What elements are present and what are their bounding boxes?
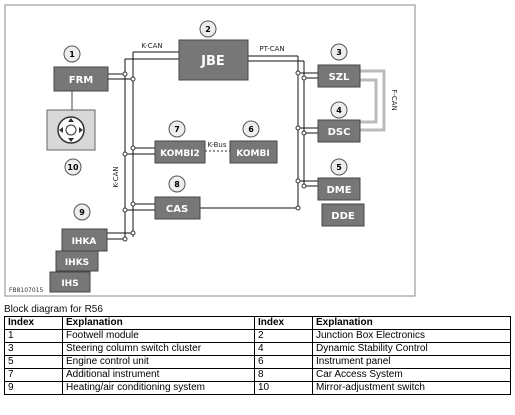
module-jbe-label: JBE: [200, 54, 225, 69]
callout-1: 1: [63, 45, 81, 63]
explanation-cell: Additional instrument: [62, 368, 255, 382]
module-dsc: DSC: [317, 119, 361, 143]
module-dde: DDE: [321, 203, 365, 227]
svg-text:3: 3: [336, 48, 342, 57]
header-index: Index: [4, 316, 63, 330]
callout-9: 9: [73, 203, 91, 221]
index-cell: 6: [254, 355, 313, 369]
svg-text:4: 4: [336, 106, 342, 115]
module-dsc-label: DSC: [328, 127, 351, 138]
figure-code: FB8107015: [9, 287, 43, 294]
module-ihks-label: IHKS: [65, 258, 89, 268]
module-kombi2-label: KOMBI2: [160, 149, 200, 159]
callout-2: 2: [199, 20, 217, 38]
kbus-label: K-Bus: [207, 141, 226, 149]
explanation-cell: Mirror-adjustment switch: [312, 381, 511, 395]
table-row: 7 Additional instrument 8 Car Access Sys…: [4, 368, 511, 382]
table-row: 9 Heating/air conditioning system 10 Mir…: [4, 381, 511, 395]
junction-dots: [122, 70, 307, 242]
callout-10: 10: [64, 158, 82, 176]
svg-text:9: 9: [79, 208, 85, 217]
module-frm: FRM: [53, 66, 109, 92]
module-szl-label: SZL: [329, 72, 350, 83]
module-cas-label: CAS: [166, 204, 188, 215]
svg-text:8: 8: [174, 180, 180, 189]
module-kombi-label: KOMBI: [236, 149, 269, 159]
module-dme-label: DME: [326, 185, 351, 196]
callout-3: 3: [330, 43, 348, 61]
callouts: 1 2 3 4 5 6 7 8 9 10: [63, 20, 348, 221]
index-cell: 10: [254, 381, 313, 395]
svg-text:2: 2: [205, 25, 211, 34]
explanation-cell: Instrument panel: [312, 355, 511, 369]
mirror-switch: [46, 91, 96, 151]
block-diagram: JBE FRM SZL DSC DDE DME KOMBI2 KOMBI CAS…: [4, 4, 416, 297]
module-jbe: JBE: [178, 39, 249, 81]
table-row: 1 Footwell module 2 Junction Box Electro…: [4, 329, 511, 343]
module-kombi: KOMBI: [229, 140, 278, 164]
index-cell: 2: [254, 329, 313, 343]
explanation-cell: Engine control unit: [62, 355, 255, 369]
module-ihs: IHS: [49, 271, 91, 293]
index-cell: 5: [4, 355, 63, 369]
kcan-top-label: K-CAN: [141, 42, 162, 50]
callout-6: 6: [242, 120, 260, 138]
module-kombi2: KOMBI2: [154, 140, 206, 164]
svg-text:7: 7: [174, 125, 180, 134]
header-explanation: Explanation: [312, 316, 511, 330]
legend-table: Index Explanation Index Explanation 1 Fo…: [4, 316, 511, 395]
index-cell: 1: [4, 329, 63, 343]
module-dde-label: DDE: [331, 211, 355, 222]
module-ihks: IHKS: [55, 250, 99, 272]
module-ihka: IHKA: [61, 228, 108, 252]
svg-text:5: 5: [336, 163, 342, 172]
explanation-cell: Footwell module: [62, 329, 255, 343]
index-cell: 3: [4, 342, 63, 356]
index-cell: 7: [4, 368, 63, 382]
callout-4: 4: [330, 101, 348, 119]
fcan-label: F-CAN: [390, 89, 398, 110]
callout-5: 5: [330, 158, 348, 176]
svg-text:6: 6: [248, 125, 254, 134]
index-cell: 4: [254, 342, 313, 356]
arrow-icon: [59, 118, 83, 142]
index-cell: 9: [4, 381, 63, 395]
explanation-cell: Dynamic Stability Control: [312, 342, 511, 356]
callout-7: 7: [168, 120, 186, 138]
index-cell: 8: [254, 368, 313, 382]
explanation-cell: Heating/air conditioning system: [62, 381, 255, 395]
module-cas: CAS: [154, 196, 201, 220]
table-row: 3 Steering column switch cluster 4 Dynam…: [4, 342, 511, 356]
header-explanation: Explanation: [62, 316, 255, 330]
module-szl: SZL: [317, 64, 361, 88]
module-dme: DME: [317, 177, 361, 201]
fcan-wires: [360, 69, 386, 132]
kcan-vertical-label: K-CAN: [112, 166, 120, 187]
table-row: 5 Engine control unit 6 Instrument panel: [4, 355, 511, 369]
legend-header-row: Index Explanation Index Explanation: [4, 316, 511, 330]
callout-8: 8: [168, 175, 186, 193]
svg-text:10: 10: [67, 163, 79, 172]
svg-text:1: 1: [69, 50, 75, 59]
module-frm-label: FRM: [69, 75, 94, 86]
ptcan-label: PT-CAN: [259, 45, 284, 53]
explanation-cell: Junction Box Electronics: [312, 329, 511, 343]
explanation-cell: Steering column switch cluster: [62, 342, 255, 356]
explanation-cell: Car Access System: [312, 368, 511, 382]
module-ihs-label: IHS: [61, 279, 78, 289]
header-index: Index: [254, 316, 313, 330]
diagram-caption: Block diagram for R56: [4, 304, 103, 315]
module-ihka-label: IHKA: [72, 237, 97, 247]
